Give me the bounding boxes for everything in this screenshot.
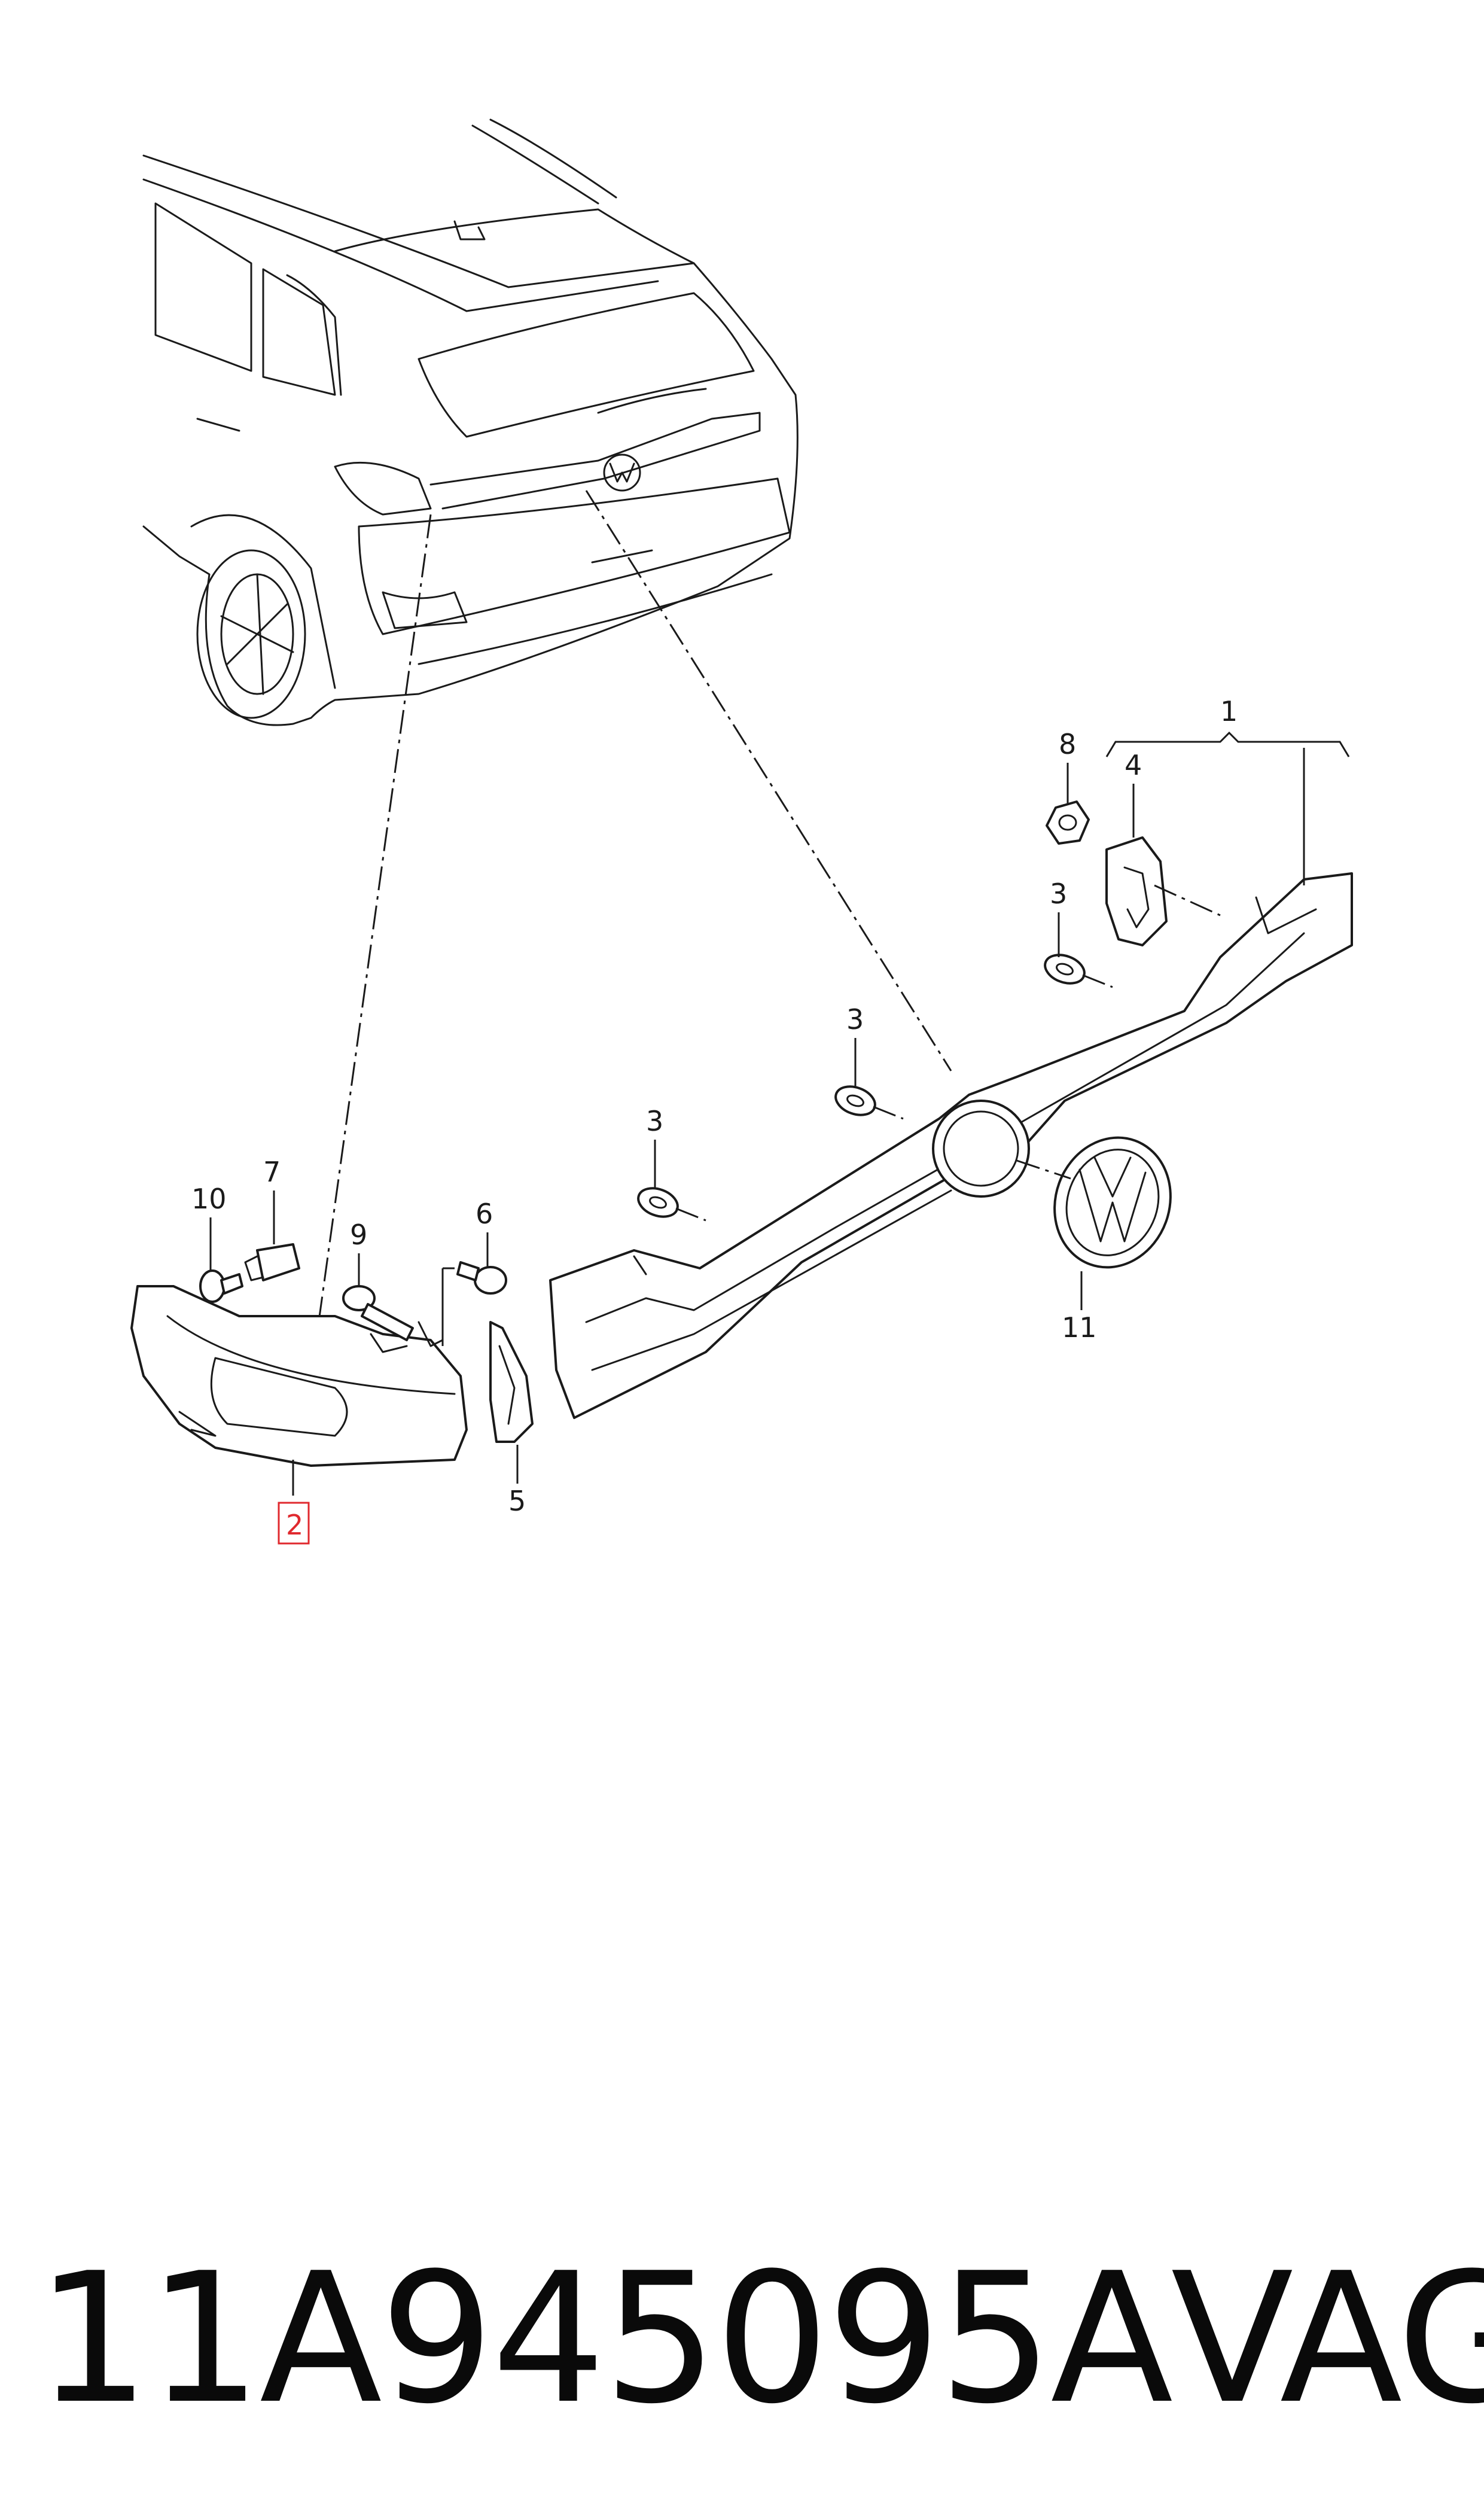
bulb-holder xyxy=(244,1243,300,1281)
svg-text:6: 6 xyxy=(476,1198,493,1230)
part-caption: 11A945095A VAG xyxy=(36,2225,1484,2453)
callout-8: 8 xyxy=(1059,728,1076,805)
callout-10: 10 xyxy=(191,1183,227,1271)
leader-tail-light xyxy=(316,514,432,1335)
callout-2-highlighted: 2 xyxy=(278,1460,310,1545)
bracket xyxy=(1105,836,1221,946)
callout-3-b: 3 xyxy=(846,1003,864,1088)
svg-text:3: 3 xyxy=(1050,878,1067,910)
svg-text:9: 9 xyxy=(350,1219,367,1251)
exploded-parts-diagram: 1 4 8 3 3 3 11 10 7 9 6 5 xyxy=(130,118,1353,1545)
svg-text:7: 7 xyxy=(263,1156,281,1188)
brand-name: VAG xyxy=(1171,2234,1484,2443)
callout-11: 11 xyxy=(1062,1271,1097,1344)
svg-text:1: 1 xyxy=(1220,695,1238,727)
svg-text:3: 3 xyxy=(646,1105,663,1137)
bolt-9 xyxy=(342,1285,444,1347)
clip-3-c xyxy=(637,1187,706,1222)
svg-text:10: 10 xyxy=(191,1183,227,1215)
svg-text:8: 8 xyxy=(1059,728,1076,760)
screw-10 xyxy=(199,1269,243,1303)
clip-3-b xyxy=(834,1085,904,1120)
callout-1: 1 xyxy=(1105,695,1350,885)
tail-light xyxy=(130,1285,468,1467)
car-rear-view xyxy=(142,118,799,726)
callout-6: 6 xyxy=(476,1198,493,1267)
callout-3-a: 3 xyxy=(1050,878,1067,957)
callout-4: 4 xyxy=(1125,749,1142,838)
part-number: 11A945095A xyxy=(36,2234,1173,2443)
vw-emblem xyxy=(1016,1136,1172,1269)
svg-text:3: 3 xyxy=(846,1003,864,1036)
callout-7: 7 xyxy=(263,1156,281,1244)
cover xyxy=(489,1321,534,1443)
screw-6 xyxy=(456,1261,507,1295)
leader-badge-trim xyxy=(585,490,952,1071)
svg-text:5: 5 xyxy=(508,1485,526,1517)
svg-text:2: 2 xyxy=(286,1509,303,1541)
callout-3-c: 3 xyxy=(646,1105,663,1189)
callout-5: 5 xyxy=(508,1445,526,1517)
clip-3-a xyxy=(1044,954,1113,988)
nut xyxy=(1046,800,1090,845)
callout-9: 9 xyxy=(350,1219,367,1286)
svg-text:4: 4 xyxy=(1125,749,1142,781)
rear-trim-panel xyxy=(549,872,1353,1419)
svg-text:11: 11 xyxy=(1062,1311,1097,1344)
